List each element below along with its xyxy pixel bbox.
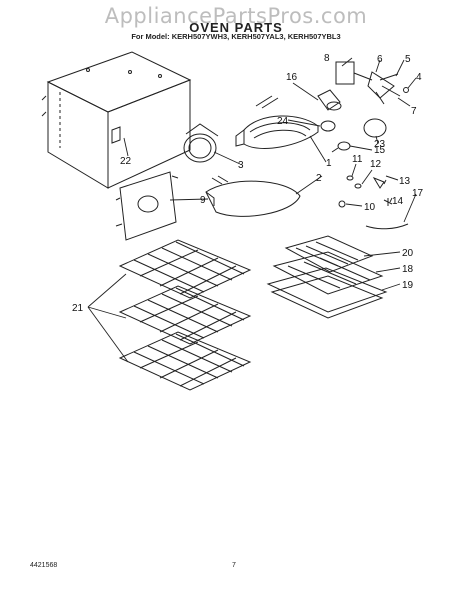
- callout-2: 2: [316, 173, 322, 184]
- callout-4: 4: [416, 72, 422, 83]
- callout-19: 19: [402, 280, 414, 291]
- fan-motor-assembly: [335, 61, 409, 105]
- oven-racks: [118, 239, 252, 391]
- light-bulb: [331, 141, 351, 153]
- model-subtitle: For Model: KERH507YWH3, KERH507YAL3, KER…: [131, 32, 341, 41]
- callout-22: 22: [120, 156, 132, 167]
- document-number: 4421568: [30, 562, 58, 569]
- callout-10: 10: [364, 202, 376, 213]
- callout-1: 1: [326, 158, 332, 169]
- callout-9: 9: [200, 195, 206, 206]
- leader-lines: [87, 57, 417, 363]
- callout-12: 12: [370, 159, 382, 170]
- small-hardware: [338, 175, 409, 230]
- callout-18: 18: [402, 264, 414, 275]
- callout-16: 16: [286, 72, 298, 83]
- light-lens: [363, 118, 387, 138]
- rear-panel: [115, 171, 179, 241]
- page-title: OVEN PARTS: [189, 20, 283, 35]
- broil-pan-assembly: [266, 235, 388, 319]
- callout-8: 8: [324, 53, 330, 64]
- callout-20: 20: [402, 248, 414, 259]
- callout-13: 13: [399, 176, 411, 187]
- light-gasket: [320, 120, 336, 132]
- fan-shroud: [183, 123, 219, 163]
- oven-cavity: [41, 51, 192, 189]
- callout-5: 5: [405, 54, 411, 65]
- light-socket: [317, 89, 342, 111]
- callout-23: 23: [374, 139, 386, 150]
- watermark: AppliancePartsPros.com: [104, 4, 368, 28]
- callout-24: 24: [277, 116, 289, 127]
- callout-14: 14: [392, 196, 404, 207]
- callout-11: 11: [352, 154, 363, 165]
- callout-17: 17: [412, 188, 424, 199]
- page-number: 7: [232, 562, 236, 569]
- callout-21: 21: [72, 303, 84, 314]
- callout-3: 3: [238, 160, 244, 171]
- bake-element: [205, 175, 301, 217]
- callout-6: 6: [377, 54, 383, 65]
- callout-15: 15: [374, 145, 386, 156]
- callout-7: 7: [411, 106, 417, 117]
- convection-element: [235, 95, 319, 149]
